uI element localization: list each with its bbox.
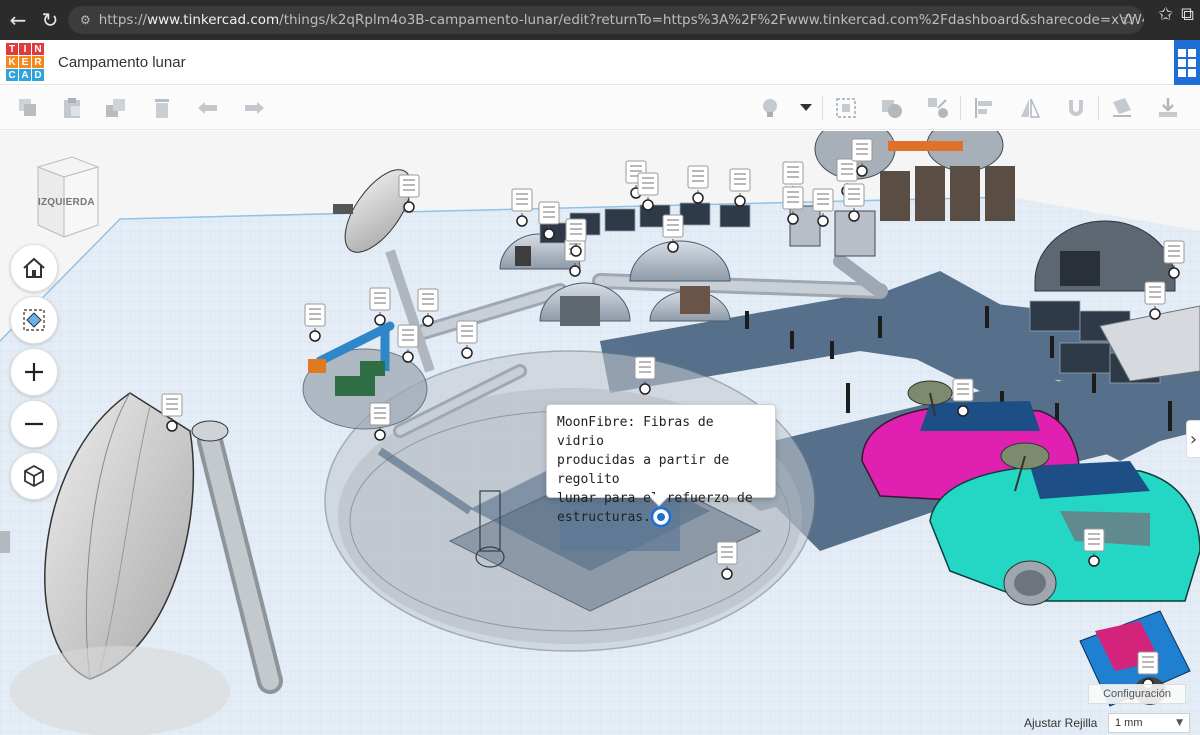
snap-grid-select[interactable]: 1 mm ▼ — [1108, 713, 1190, 733]
design-title[interactable]: Campamento lunar — [58, 53, 186, 71]
redo-icon[interactable] — [240, 94, 268, 122]
favorites-icon[interactable]: ✩ — [1158, 4, 1174, 25]
view-cube-face-label[interactable]: IZQUIERDA — [38, 197, 95, 208]
note-line-2: producidas a partir de regolito — [557, 453, 730, 487]
group-icon[interactable] — [878, 94, 906, 122]
dish-shadow — [10, 646, 230, 735]
note-icon[interactable] — [1083, 528, 1105, 567]
edit-toolbar — [0, 86, 1200, 130]
dashboard-grid-button[interactable] — [1174, 40, 1200, 85]
ungroup-icon[interactable] — [924, 94, 952, 122]
chevron-down-icon: ▼ — [1176, 718, 1183, 728]
logo-letter: N — [32, 43, 44, 55]
cube-icon — [24, 464, 44, 488]
cruise-magnet-icon[interactable] — [1062, 94, 1090, 122]
fit-icon — [23, 309, 45, 331]
back-icon[interactable]: ← — [9, 8, 27, 32]
note-icon[interactable] — [398, 174, 420, 213]
settings-button[interactable]: Configuración — [1088, 684, 1186, 704]
zoom-out-button[interactable] — [10, 400, 58, 448]
selected-note-anchor[interactable] — [650, 506, 672, 528]
duplicate-icon[interactable] — [102, 94, 130, 122]
fit-view-button[interactable] — [10, 296, 58, 344]
mirror-icon[interactable] — [1016, 94, 1044, 122]
connector-tubes — [393, 254, 888, 438]
note-icon[interactable] — [729, 168, 751, 207]
note-icon[interactable] — [456, 320, 478, 359]
note-icon[interactable] — [417, 288, 439, 327]
habitat-domes — [499, 233, 731, 326]
note-icon[interactable] — [565, 218, 587, 257]
undo-icon[interactable] — [194, 94, 222, 122]
logo-letter: T — [6, 43, 18, 55]
browser-actions: ✩ ⧉ — [1158, 4, 1194, 25]
url-text: https://www.tinkercad.com/things/k2qRplm… — [98, 12, 1144, 28]
note-icon[interactable] — [634, 356, 656, 395]
teal-rover-vehicle — [929, 442, 1200, 606]
note-line-1: MoonFibre: Fibras de vidrio — [557, 415, 714, 449]
note-icon[interactable] — [161, 393, 183, 432]
note-icon[interactable] — [369, 287, 391, 326]
import-icon[interactable] — [1154, 94, 1182, 122]
laboratory-module — [302, 321, 428, 430]
note-icon[interactable] — [397, 324, 419, 363]
logo-letter: A — [19, 69, 31, 81]
note-markers[interactable] — [161, 138, 1185, 690]
note-icon[interactable] — [1144, 281, 1166, 320]
paste-icon[interactable] — [58, 94, 86, 122]
light-bulb-icon[interactable] — [756, 94, 784, 122]
view-cube[interactable]: IZQUIERDA — [32, 153, 104, 241]
note-icon[interactable] — [716, 541, 738, 580]
projection-toggle-button[interactable] — [10, 452, 58, 500]
light-dropdown-icon[interactable] — [796, 94, 816, 122]
zoom-in-button[interactable] — [10, 348, 58, 396]
note-icon[interactable] — [511, 188, 533, 227]
note-icon[interactable] — [851, 138, 873, 177]
site-info-icon[interactable]: ⚙ — [80, 13, 91, 27]
note-icon[interactable] — [637, 172, 659, 211]
logo-letter: C — [6, 69, 18, 81]
note-icon[interactable] — [952, 378, 974, 417]
bookmark-star-icon[interactable]: ☆ — [1120, 10, 1136, 30]
copy-icon[interactable] — [14, 94, 42, 122]
storage-tanks — [789, 131, 1015, 257]
note-icon[interactable] — [812, 188, 834, 227]
logo-letter: D — [32, 69, 44, 81]
note-icon[interactable] — [1163, 240, 1185, 279]
note-icon[interactable] — [304, 303, 326, 342]
delete-icon[interactable] — [148, 94, 176, 122]
home-view-button[interactable] — [10, 244, 58, 292]
browser-chrome: ← ↻ ⚙ https://www.tinkercad.com/things/k… — [0, 0, 1200, 40]
logo-letter: E — [19, 56, 31, 68]
note-icon[interactable] — [369, 402, 391, 441]
home-icon — [23, 257, 45, 278]
large-satellite-dish — [0, 392, 283, 694]
note-tooltip: MoonFibre: Fibras de vidrio producidas a… — [546, 404, 776, 525]
note-icon[interactable] — [687, 165, 709, 204]
address-bar[interactable]: ⚙ https://www.tinkercad.com/things/k2qRp… — [68, 6, 1144, 34]
minus-icon — [25, 422, 43, 426]
logo-letter: K — [6, 56, 18, 68]
snap-grid-label: Ajustar Rejilla — [1024, 716, 1098, 730]
notes-tool-icon[interactable] — [1108, 94, 1136, 122]
logo-letter: I — [19, 43, 31, 55]
align-icon[interactable] — [970, 94, 998, 122]
snap-grid-value: 1 mm — [1115, 717, 1143, 729]
note-icon[interactable] — [782, 186, 804, 225]
plus-icon — [25, 363, 43, 381]
show-all-icon[interactable] — [832, 94, 860, 122]
note-line-4: estructuras. — [557, 510, 651, 525]
reload-icon[interactable]: ↻ — [41, 8, 59, 32]
panel-collapse-chevron-icon[interactable]: › — [1186, 420, 1200, 458]
note-icon[interactable] — [662, 214, 684, 253]
collections-icon[interactable]: ⧉ — [1181, 4, 1194, 25]
note-icon[interactable] — [538, 201, 560, 240]
logo-letter: R — [32, 56, 44, 68]
small-antenna-dish — [333, 169, 435, 373]
note-icon[interactable] — [843, 183, 865, 222]
hangar-building — [1034, 220, 1200, 382]
